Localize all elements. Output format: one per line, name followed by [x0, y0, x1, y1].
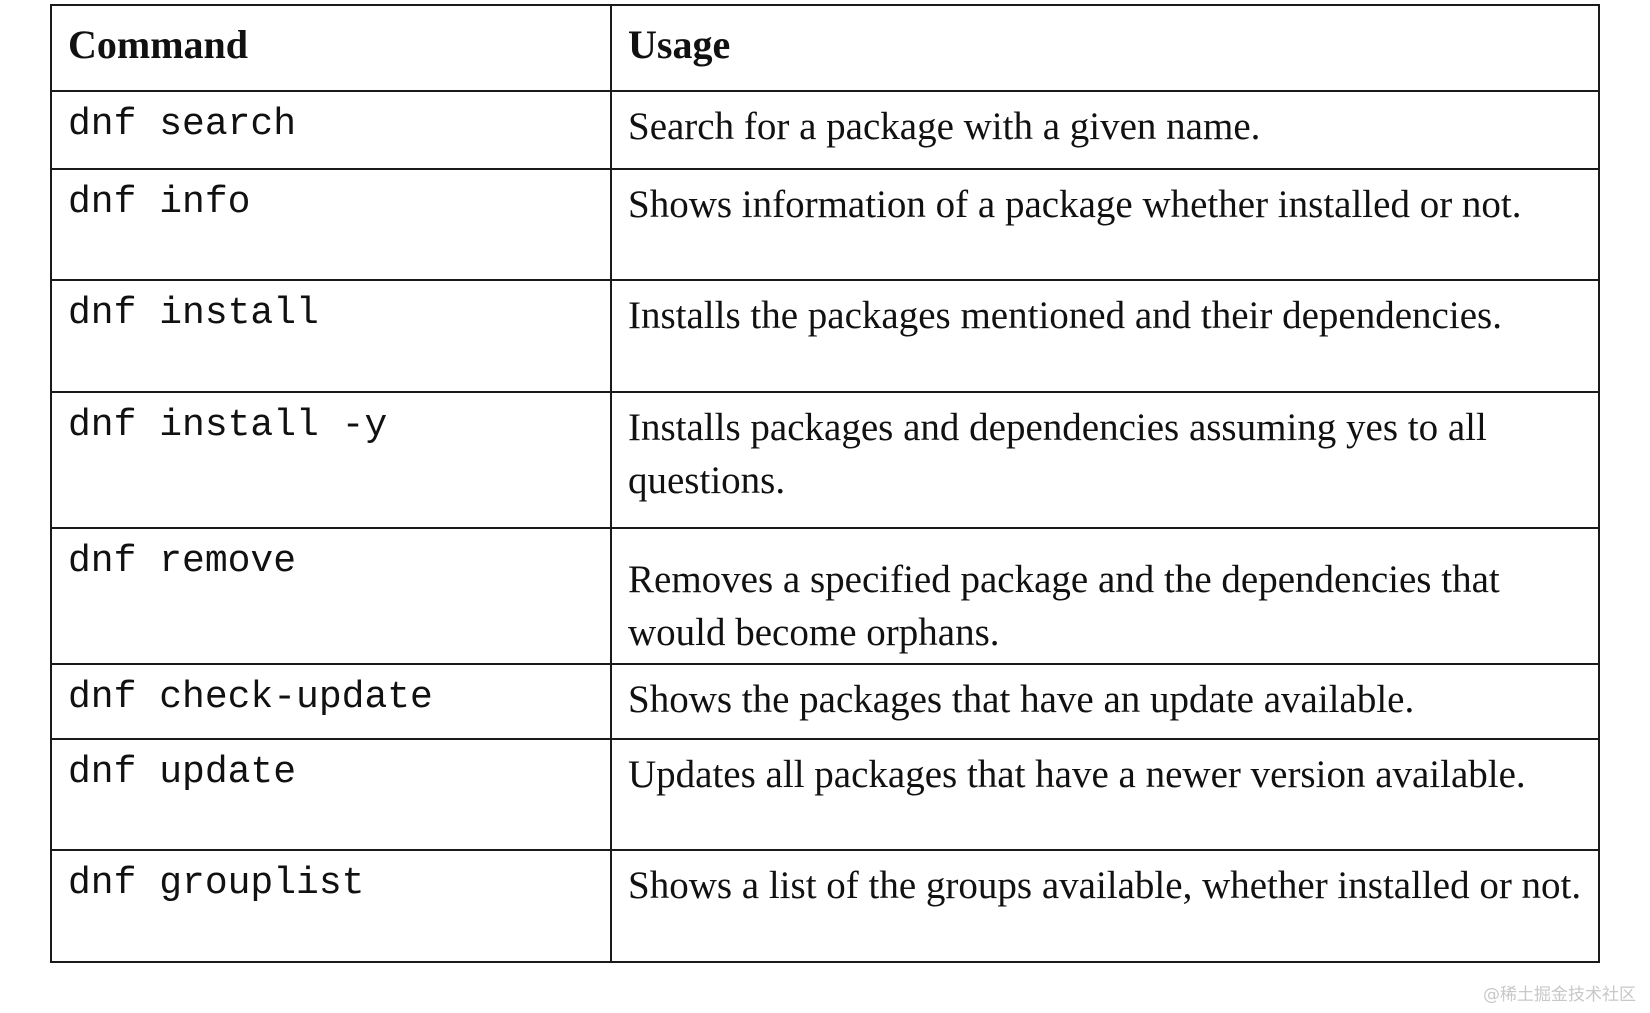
usage-cell: Shows a list of the groups available, wh…	[610, 849, 1600, 963]
command-cell: dnf grouplist	[50, 849, 612, 963]
command-cell: dnf remove	[50, 527, 612, 665]
table-row: dnf install -y Installs packages and dep…	[50, 391, 1600, 529]
table-row: dnf info Shows information of a package …	[50, 168, 1600, 281]
usage-cell: Removes a specified package and the depe…	[610, 527, 1600, 665]
table-row: dnf search Search for a package with a g…	[50, 90, 1600, 170]
command-cell: dnf info	[50, 168, 612, 281]
command-cell: dnf install	[50, 279, 612, 393]
table-row: dnf update Updates all packages that hav…	[50, 738, 1600, 851]
table-row: dnf install Installs the packages mentio…	[50, 279, 1600, 393]
header-command: Command	[50, 4, 612, 92]
watermark-text: @稀土掘金技术社区	[1483, 985, 1636, 1005]
table-row: dnf check-update Shows the packages that…	[50, 663, 1600, 740]
command-cell: dnf install -y	[50, 391, 612, 529]
table-row: dnf remove Removes a specified package a…	[50, 527, 1600, 665]
usage-cell: Installs the packages mentioned and thei…	[610, 279, 1600, 393]
usage-cell: Updates all packages that have a newer v…	[610, 738, 1600, 851]
table-header-row: Command Usage	[50, 4, 1600, 92]
command-cell: dnf update	[50, 738, 612, 851]
header-usage: Usage	[610, 4, 1600, 92]
dnf-commands-table: Command Usage dnf search Search for a pa…	[50, 4, 1600, 963]
usage-cell: Search for a package with a given name.	[610, 90, 1600, 170]
usage-cell: Installs packages and dependencies assum…	[610, 391, 1600, 529]
command-cell: dnf check-update	[50, 663, 612, 740]
table-row: dnf grouplist Shows a list of the groups…	[50, 849, 1600, 963]
usage-cell: Shows the packages that have an update a…	[610, 663, 1600, 740]
command-cell: dnf search	[50, 90, 612, 170]
usage-cell: Shows information of a package whether i…	[610, 168, 1600, 281]
